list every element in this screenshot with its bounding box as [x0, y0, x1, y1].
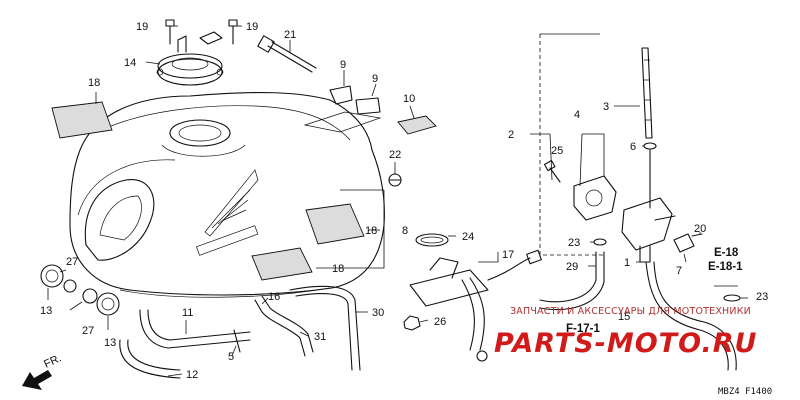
clip-23-left: [593, 238, 607, 246]
callout-27-upper: 27: [66, 256, 78, 268]
leader-lines: [47, 25, 748, 377]
callout-8: 8: [402, 225, 408, 237]
callout-24: 24: [462, 231, 474, 243]
callout-30: 30: [372, 307, 384, 319]
callout-18-top: 18: [88, 77, 100, 89]
callout-29: 29: [566, 261, 578, 273]
bolt-22: [388, 173, 402, 187]
callout-13-upper: 13: [40, 305, 52, 317]
callout-14: 14: [124, 57, 136, 69]
callout-7: 7: [676, 265, 682, 277]
callout-6: 6: [630, 141, 636, 153]
watermark-brand: PARTS-MOTO.RU: [494, 328, 757, 359]
callout-15: 15: [618, 311, 630, 323]
clip-23-right: [723, 294, 741, 302]
pad-10: [397, 115, 437, 135]
callout-19-left: 19: [136, 21, 148, 33]
callout-3: 3: [603, 101, 609, 113]
callout-19-right: 19: [246, 21, 258, 33]
callout-13-lower: 13: [104, 337, 116, 349]
callout-11: 11: [182, 307, 193, 319]
callout-18-bottom: 18: [332, 263, 344, 275]
callout-9-a: 9: [340, 59, 346, 71]
nut-26: [403, 315, 421, 331]
bracket-9: [303, 85, 382, 133]
callout-22: 22: [389, 149, 401, 161]
callout-25: 25: [551, 145, 563, 157]
fuel-pump-assembly: [409, 233, 542, 362]
filter-27-13-upper: [40, 264, 77, 293]
ref-e18-1: E-18-1: [708, 261, 743, 273]
callout-12: 12: [186, 369, 198, 381]
callout-2: 2: [508, 129, 514, 141]
callout-26: 26: [434, 316, 446, 328]
callout-17: 17: [502, 249, 514, 261]
hose-29-15: [539, 251, 737, 371]
ref-e18: E-18: [714, 247, 739, 259]
hoses-bottom: [119, 285, 361, 379]
callout-10: 10: [403, 93, 415, 105]
petcock-assembly: [539, 33, 703, 263]
pad-18-left: [51, 101, 113, 139]
callout-4: 4: [574, 109, 580, 121]
callout-31: 31: [314, 331, 326, 343]
filter-27-13-lower: [82, 288, 120, 316]
callout-20: 20: [694, 223, 706, 235]
diagram-code: MBZ4 F1400: [718, 387, 772, 397]
cap-bolts: [165, 19, 238, 45]
front-direction-arrow: FR.: [22, 352, 63, 390]
callout-1: 1: [624, 257, 630, 269]
fuel-tank: [69, 91, 385, 298]
fuel-cap-assembly: [156, 31, 224, 86]
ref-f17-1: F-17-1: [566, 323, 600, 335]
callout-16: 16: [268, 291, 280, 303]
mounting-bolt: [257, 35, 317, 73]
callout-23-left: 23: [568, 237, 580, 249]
front-direction-label: FR.: [42, 352, 63, 370]
watermark-tagline: ЗАПЧАСТИ И АКСЕССУАРЫ ДЛЯ МОТОТЕХНИКИ: [510, 306, 751, 317]
callout-21: 21: [284, 29, 296, 41]
callout-18-middle: 18: [365, 225, 377, 237]
pad-18-bottom: [251, 247, 313, 281]
wing-logo: [196, 169, 259, 256]
callout-5: 5: [228, 351, 234, 363]
callout-23-right: 23: [756, 291, 768, 303]
callout-27-lower: 27: [82, 325, 94, 337]
pad-18-middle: [305, 203, 365, 245]
callout-9-b: 9: [372, 73, 378, 85]
